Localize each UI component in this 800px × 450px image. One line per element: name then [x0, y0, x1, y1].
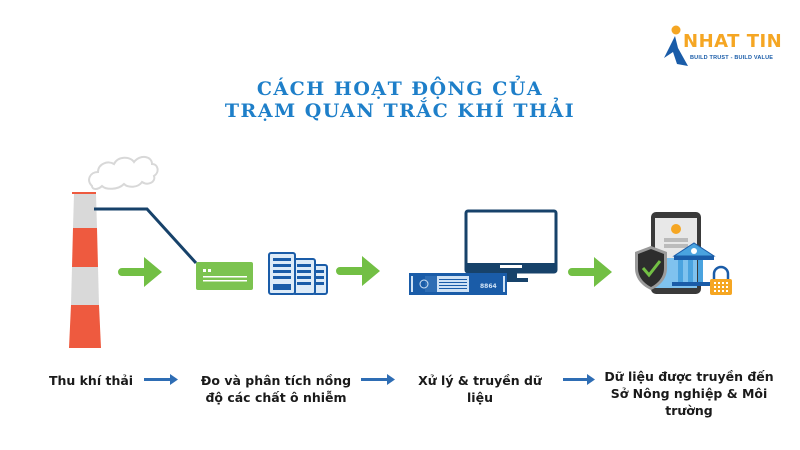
arrow-right-icon [563, 374, 595, 385]
step-1-label: Thu khí thải [30, 372, 152, 389]
sampling-pipe [94, 207, 198, 265]
svg-text:8864: 8864 [480, 283, 497, 290]
data-logger-icon: 8864 [409, 273, 507, 295]
logo-tagline: BUILD TRUST - BUILD VALUE [690, 55, 774, 61]
secure-government-icon [635, 212, 732, 295]
factory-chimney-icon [69, 192, 101, 348]
logo-figure-icon [664, 25, 688, 66]
step-4-label: Dữ liệu được truyền đến Sở Nông nghiệp &… [594, 368, 784, 419]
step-4-line-2: Sở Nông nghiệp & Môi [610, 386, 768, 401]
step-2-line-2: độ các chất ô nhiễm [205, 390, 347, 405]
page-title: CÁCH HOẠT ĐỘNG CỦA TRẠM QUAN TRẮC KHÍ TH… [0, 78, 800, 122]
arrow-right-icon [568, 257, 612, 287]
title-line-2: TRẠM QUAN TRẮC KHÍ THẢI [224, 100, 576, 122]
step-4-line-3: trường [665, 403, 713, 418]
step-1-text: Thu khí thải [48, 373, 134, 388]
arrow-right-icon [144, 374, 178, 385]
sampling-probe-icon [196, 262, 253, 290]
smoke-cloud-icon [88, 156, 159, 190]
arrow-right-icon [118, 257, 162, 287]
computer-monitor-icon [464, 209, 558, 282]
logo-name: NHAT TIN [683, 31, 783, 52]
flow-arrows [144, 374, 595, 385]
step-2-label: Đo và phân tích nồng độ các chất ô nhiễm [196, 372, 356, 406]
step-3-text: Xử lý & truyền dữ liệu [418, 373, 542, 405]
step-2-line-1: Đo và phân tích nồng [200, 373, 352, 388]
arrow-right-icon [361, 374, 395, 385]
step-4-line-1: Dữ liệu được truyền đến [604, 369, 774, 384]
title-line-1: CÁCH HOẠT ĐỘNG CỦA [256, 78, 544, 100]
step-3-label: Xử lý & truyền dữ liệu [405, 372, 555, 406]
arrow-right-icon [336, 256, 380, 286]
process-illustration: 8864 [69, 156, 732, 348]
analyzer-server-icon [268, 252, 328, 295]
